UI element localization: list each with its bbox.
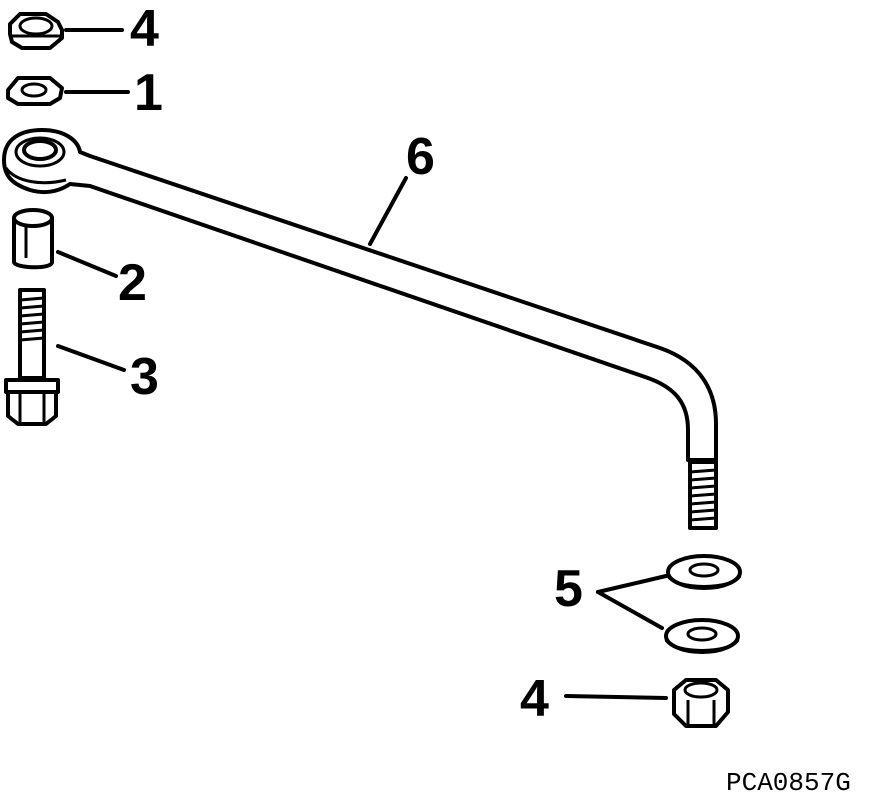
callout-washer: 1 (134, 64, 163, 122)
flange-bolt (4, 288, 60, 426)
leader-line-bolt (56, 344, 126, 372)
leader-line-bottom-nut (564, 694, 668, 700)
leader-line-spacer (56, 250, 118, 278)
callout-bolt: 3 (130, 348, 159, 406)
washer-lower (664, 618, 740, 654)
leader-line-link (368, 176, 408, 246)
leader-line-washer-upper (596, 574, 668, 594)
callout-spacer: 2 (118, 254, 147, 312)
flat-washer (6, 76, 64, 106)
top-lock-nut (8, 12, 64, 50)
washer-upper (666, 554, 742, 590)
bottom-lock-nut (672, 678, 730, 728)
steering-link-rod (2, 128, 718, 530)
callout-washers: 5 (554, 560, 583, 618)
callout-top-nut: 4 (130, 0, 159, 58)
leader-line-washer-lower (596, 590, 664, 630)
spacer-bushing (12, 208, 54, 270)
callout-link: 6 (406, 128, 435, 186)
figure-code: PCA0857G (726, 768, 851, 797)
callout-bottom-nut: 4 (520, 670, 549, 728)
